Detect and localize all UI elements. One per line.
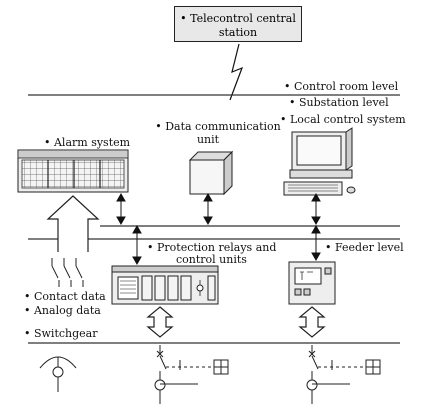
alarm-system-label: • Alarm system (44, 136, 131, 149)
alarm-system-panel (17, 149, 129, 193)
feeder-control-unit (288, 261, 336, 305)
telecontrol-link (229, 43, 244, 101)
telecontrol-central-station-box: • Telecontrol central station (174, 6, 302, 42)
telecontrol-title-line2: station (218, 26, 258, 39)
control-room-level-label: • Control room level (284, 80, 399, 93)
switchgear-symbol (39, 356, 77, 392)
data-communication-unit (188, 150, 234, 196)
feeder-bus-arrow (311, 224, 321, 262)
contact-data-label: • Contact data (24, 290, 106, 303)
contact-switches (51, 258, 84, 287)
feeder-circuit-2 (306, 345, 381, 404)
analog-data-label: • Analog data (24, 304, 101, 317)
computer-bus-arrow (311, 192, 321, 226)
protection-bus-arrow (132, 224, 142, 266)
local-control-computer (283, 127, 356, 196)
substation-level-label: • Substation level (289, 96, 389, 109)
switchgear-label: • Switchgear (24, 327, 98, 340)
feeder-switchgear-arrow (298, 306, 326, 338)
feeder-circuit-1 (154, 345, 229, 404)
data-communication-label-line1: • Data communication (155, 120, 281, 133)
protection-relays-label-line1: • Protection relays and (147, 241, 277, 254)
comm-unit-bus-arrow (203, 192, 213, 226)
protection-switchgear-arrow (146, 306, 174, 338)
local-control-system-label: • Local control system (280, 113, 406, 126)
protection-relay-panel (111, 265, 219, 305)
alarm-bus-arrow (116, 192, 126, 226)
telecontrol-title-line1: • Telecontrol central (180, 12, 296, 25)
data-input-arrow (46, 195, 100, 252)
feeder-level-label: • Feeder level (325, 241, 404, 254)
data-communication-label-line2: unit (196, 133, 220, 146)
protection-relays-label-line2: control units (176, 253, 247, 266)
